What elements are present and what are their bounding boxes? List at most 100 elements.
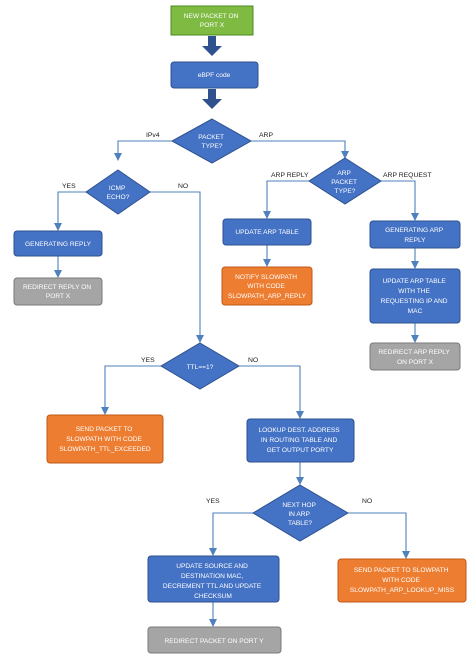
node-ttl: TTL==1?: [160, 342, 240, 390]
edge-ttl-yes: [101, 365, 161, 415]
node-generating-arp-reply-line-1: GENERATING ARP: [385, 227, 444, 234]
edge-ttl-no: [239, 365, 304, 419]
node-lookup-line-2: IN ROUTING TABLE AND: [261, 437, 338, 444]
svg-text:UPDATE ARP TABLE WITH TH: UPDATE ARP TABLE WITH THE REQUESTING IP …: [381, 278, 450, 315]
svg-text:NEXT HOP IN ARP TA: NEXT HOP IN ARP TABLE?: [282, 502, 317, 527]
node-arp-packet-type-line-1: ARP: [337, 170, 351, 177]
node-update-source-line-3: DECREMENT TTL AND UPDATE: [163, 583, 262, 590]
node-next-hop-line-3: TABLE?: [288, 520, 312, 527]
node-update-arp-requesting: UPDATE ARP TABLE WITH THE REQUESTING IP …: [369, 268, 461, 324]
label-no-hop: NO: [362, 498, 372, 505]
node-arp-packet-type-line-3: TYPE?: [335, 188, 356, 195]
node-update-arp-requesting-line-1: UPDATE ARP TABLE: [382, 278, 446, 285]
node-arp-packet-type-line-2: PACKET: [331, 179, 357, 186]
svg-text:LOOKUP DEST. ADDRESS IN: LOOKUP DEST. ADDRESS IN ROUTING TABLE AN…: [258, 427, 341, 454]
node-send-lookup-miss: SEND PACKET TO SLOWPATH WITH CODE SLOWPA…: [337, 558, 467, 603]
label-no-icmp: NO: [178, 183, 188, 190]
node-update-arp-table-label: UPDATE ARP TABLE: [235, 229, 299, 236]
node-next-hop-line-2: IN ARP: [288, 511, 310, 518]
svg-text:ARP PACKET TYPE?: ARP PACKET TYPE?: [331, 170, 359, 195]
node-ttl-label: TTL==1?: [187, 364, 214, 371]
node-redirect-arp-reply-line-1: REDIRECT ARP REPLY: [378, 349, 450, 356]
node-update-arp-requesting-line-3: REQUESTING IP AND: [381, 298, 448, 305]
node-redirect-reply-line-1: REDIRECT REPLY ON: [23, 284, 91, 291]
node-packet-type-line-1: PACKET: [198, 134, 224, 141]
edge-arp-reply: [263, 180, 309, 219]
label-yes-hop: YES: [206, 498, 220, 505]
node-notify-slowpath-line-3: SLOWPATH_ARP_REPLY: [228, 293, 307, 300]
svg-text:NOTIFY SLOWPATH WITH COD: NOTIFY SLOWPATH WITH CODE SLOWPATH_ARP_R…: [228, 274, 307, 300]
node-send-ttl-exceeded-line-2: SLOWPATH WITH CODE: [66, 436, 142, 443]
node-generating-arp-reply-line-2: REPLY: [404, 237, 426, 244]
svg-text:UPDATE SOURCE AND DESTIN: UPDATE SOURCE AND DESTINATION MAC, DECRE…: [163, 563, 263, 600]
label-yes-ttl: YES: [141, 357, 155, 364]
edge-hop-yes: [209, 512, 253, 556]
node-send-lookup-miss-line-1: SEND PACKET TO SLOWPATH: [354, 567, 449, 574]
node-new-packet: NEW PACKET ON PORT X: [170, 5, 254, 36]
node-packet-type: PACKET TYPE?: [170, 118, 253, 164]
node-update-source: UPDATE SOURCE AND DESTINATION MAC, DECRE…: [147, 555, 280, 603]
node-send-lookup-miss-line-2: WITH CODE: [382, 577, 420, 584]
node-icmp-echo-line-2: ECHO?: [107, 194, 130, 201]
node-redirect-arp-reply-line-2: ON PORT X: [397, 359, 434, 366]
svg-text:SEND PACKET TO SLOWPATH: SEND PACKET TO SLOWPATH WITH CODE SLOWPA…: [350, 567, 455, 594]
label-yes-icmp: YES: [62, 183, 76, 190]
node-generating-reply-label: GENERATING REPLY: [25, 241, 92, 248]
node-generating-reply: GENERATING REPLY: [13, 230, 103, 257]
svg-text:NEW PACKET ON PORT X: NEW PACKET ON PORT X: [184, 13, 241, 29]
node-redirect-arp-reply: REDIRECT ARP REPLY ON PORT X: [369, 342, 461, 371]
edge-arp-request: [381, 180, 419, 221]
node-lookup-line-1: LOOKUP DEST. ADDRESS: [258, 427, 340, 434]
node-icmp-echo: ICMP ECHO?: [85, 169, 151, 215]
label-arp: ARP: [259, 132, 273, 139]
node-icmp-echo-line-1: ICMP: [109, 185, 126, 192]
node-generating-arp-reply: GENERATING ARP REPLY: [369, 220, 461, 249]
node-update-source-line-2: DESTINATION MAC,: [181, 573, 243, 580]
edge-icmp-no: [150, 191, 204, 343]
node-lookup: LOOKUP DEST. ADDRESS IN ROUTING TABLE AN…: [246, 418, 355, 463]
node-redirect-reply: REDIRECT REPLY ON PORT X: [13, 277, 103, 306]
node-update-arp-requesting-line-4: MAC: [408, 308, 423, 315]
label-arp-request: ARP REQUEST: [383, 172, 432, 179]
node-update-source-line-4: CHECKSUM: [194, 593, 232, 600]
node-send-ttl-exceeded-line-1: SEND PACKET TO: [76, 426, 133, 433]
svg-text:ICMP ECHO?: ICMP ECHO?: [107, 185, 130, 201]
node-update-arp-table: UPDATE ARP TABLE: [222, 218, 312, 246]
svg-text:PACKET TYPE?: PACKET TYPE?: [198, 134, 226, 150]
svg-text:REDIRECT ARP REPLY ON PO: REDIRECT ARP REPLY ON PORT X: [378, 349, 451, 366]
label-no-ttl: NO: [248, 357, 258, 364]
node-redirect-reply-line-2: PORT X: [46, 293, 71, 300]
svg-text:REDIRECT REPLY ON PORT X: REDIRECT REPLY ON PORT X: [23, 284, 93, 300]
node-new-packet-line-2: PORT X: [200, 22, 225, 29]
block-arrow-start-to-ebpf: [202, 36, 222, 56]
edge-labels: IPv4 ARP YES NO ARP REPLY ARP REQUEST YE…: [62, 132, 432, 505]
svg-text:GENERATING ARP REPLY: GENERATING ARP REPLY: [385, 227, 445, 244]
edge-ipv4: [114, 140, 172, 161]
edge-icmp-yes: [54, 191, 86, 231]
node-ebpf-code: eBPF code: [170, 61, 259, 89]
node-send-ttl-exceeded-line-3: SLOWPATH_TTL_EXCEEDED: [59, 446, 151, 453]
node-next-hop-line-1: NEXT HOP: [282, 502, 316, 509]
node-update-source-line-1: UPDATE SOURCE AND: [176, 563, 248, 570]
edge-hop-no: [348, 512, 410, 559]
block-arrow-ebpf-to-type: [202, 89, 222, 109]
node-lookup-line-3: GET OUTPUT PORTY: [267, 447, 334, 454]
node-send-lookup-miss-line-3: SLOWPATH_ARP_LOOKUP_MISS: [350, 587, 455, 594]
node-notify-slowpath-line-1: NOTIFY SLOWPATH: [235, 274, 297, 281]
node-notify-slowpath: NOTIFY SLOWPATH WITH CODE SLOWPATH_ARP_R…: [221, 266, 313, 306]
node-packet-type-line-2: TYPE?: [202, 143, 223, 150]
node-ebpf-code-label: eBPF code: [198, 72, 231, 79]
node-send-ttl-exceeded: SEND PACKET TO SLOWPATH WITH CODE SLOWPA…: [46, 414, 164, 464]
node-next-hop: NEXT HOP IN ARP TABLE?: [252, 484, 349, 542]
edges: [54, 36, 419, 627]
node-notify-slowpath-line-2: WITH CODE: [247, 283, 285, 290]
node-update-arp-requesting-line-2: WITH THE: [398, 288, 430, 295]
label-arp-reply: ARP REPLY: [271, 172, 309, 179]
node-arp-packet-type: ARP PACKET TYPE?: [308, 157, 382, 205]
label-ipv4: IPv4: [146, 132, 160, 139]
node-redirect-port-y-label: REDIRECT PACKET ON PORT Y: [165, 638, 265, 645]
node-redirect-port-y: REDIRECT PACKET ON PORT Y: [147, 626, 282, 654]
svg-text:SEND PACKET TO SLOWPATH: SEND PACKET TO SLOWPATH WITH CODE SLOWPA…: [59, 426, 151, 453]
node-new-packet-line-1: NEW PACKET ON: [184, 13, 239, 20]
